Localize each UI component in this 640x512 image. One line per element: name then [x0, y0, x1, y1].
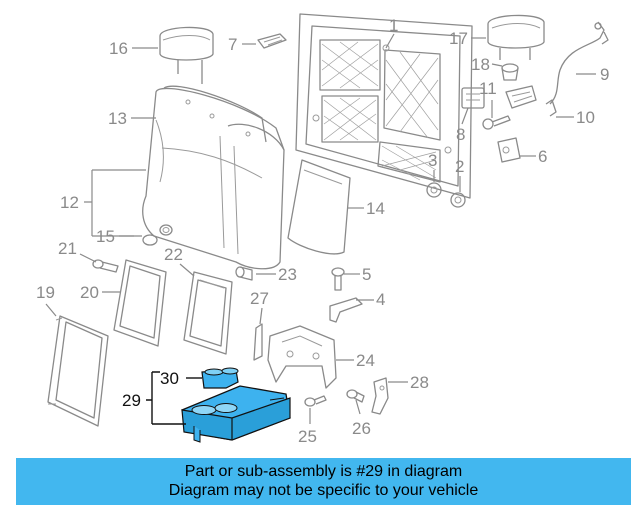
- callout-5: 5: [362, 265, 371, 284]
- part-11-bolt[interactable]: [482, 115, 511, 130]
- callout-23: 23: [278, 265, 297, 284]
- callout-28: 28: [410, 373, 429, 392]
- callout-16: 16: [109, 39, 128, 58]
- callout-10: 10: [576, 108, 595, 127]
- callout-2: 2: [455, 157, 464, 176]
- leader-1: [385, 33, 395, 49]
- part-30-cupholder-insert[interactable]: [201, 367, 239, 389]
- part-6-bracket[interactable]: [497, 137, 521, 163]
- leader-19: [45, 303, 57, 317]
- part-28-hinge[interactable]: [371, 377, 389, 415]
- part-10-latch[interactable]: [505, 85, 557, 117]
- part-3-nut[interactable]: [426, 182, 442, 198]
- leader-27: [259, 307, 263, 325]
- leader-22: [179, 263, 195, 277]
- part-27-clip[interactable]: [253, 323, 263, 361]
- part-25-bolt[interactable]: [304, 395, 327, 407]
- callout-13: 13: [108, 109, 127, 128]
- part-1-seatback-frame[interactable]: [295, 13, 473, 199]
- part-17-headrest[interactable]: [487, 14, 545, 60]
- part-4-bracket[interactable]: [329, 297, 363, 323]
- callout-25: 25: [298, 427, 317, 446]
- callout-20: 20: [80, 283, 99, 302]
- leader-29: [146, 371, 186, 425]
- part-26-bolt[interactable]: [346, 389, 365, 403]
- callout-6: 6: [538, 147, 547, 166]
- part-13-seatback-cushion[interactable]: [142, 85, 285, 270]
- callout-14: 14: [366, 199, 385, 218]
- part-21-bolt[interactable]: [92, 259, 119, 273]
- callout-26: 26: [352, 419, 371, 438]
- callout-30: 30: [160, 369, 179, 388]
- info-banner: Part or sub-assembly is #29 in diagram D…: [16, 458, 631, 505]
- callout-9: 9: [600, 65, 609, 84]
- part-22-panel[interactable]: [183, 271, 233, 355]
- part-29-armrest-assembly[interactable]: [181, 385, 291, 443]
- part-23-plug[interactable]: [235, 266, 253, 281]
- part-2-nut[interactable]: [450, 192, 466, 208]
- callout-7: 7: [228, 35, 237, 54]
- leader-12: [84, 169, 146, 237]
- callout-27: 27: [250, 289, 269, 308]
- part-7-clip[interactable]: [257, 33, 287, 49]
- leader-21: [79, 253, 97, 263]
- banner-line-1: Part or sub-assembly is #29 in diagram: [184, 463, 463, 480]
- part-15-grommet[interactable]: [142, 224, 173, 246]
- callout-18: 18: [471, 55, 490, 74]
- callout-4: 4: [376, 290, 385, 309]
- callout-3: 3: [428, 151, 437, 170]
- callout-17: 17: [449, 29, 468, 48]
- part-14-pad[interactable]: [287, 159, 351, 255]
- part-5-bolt[interactable]: [331, 267, 345, 291]
- callout-29: 29: [122, 391, 141, 410]
- part-8-bracket[interactable]: [461, 87, 485, 109]
- callout-22: 22: [164, 245, 183, 264]
- part-9-release-cable[interactable]: [549, 21, 609, 105]
- part-19-trim-panel[interactable]: [47, 315, 109, 427]
- callout-12: 12: [60, 193, 79, 212]
- part-16-headrest[interactable]: [159, 26, 214, 84]
- leader-18: [491, 63, 503, 67]
- callout-19: 19: [36, 283, 55, 302]
- callout-1: 1: [389, 16, 398, 35]
- part-20-frame[interactable]: [113, 259, 167, 347]
- leader-8: [461, 107, 469, 125]
- part-18-guide[interactable]: [501, 63, 519, 81]
- callout-21: 21: [58, 239, 77, 258]
- banner-line-2: Diagram may not be specific to your vehi…: [168, 482, 479, 499]
- leader-26: [355, 399, 361, 415]
- callout-24: 24: [356, 351, 375, 370]
- callout-8: 8: [456, 125, 465, 144]
- part-24-hinge-bracket[interactable]: [267, 325, 337, 389]
- callout-15: 15: [96, 227, 115, 246]
